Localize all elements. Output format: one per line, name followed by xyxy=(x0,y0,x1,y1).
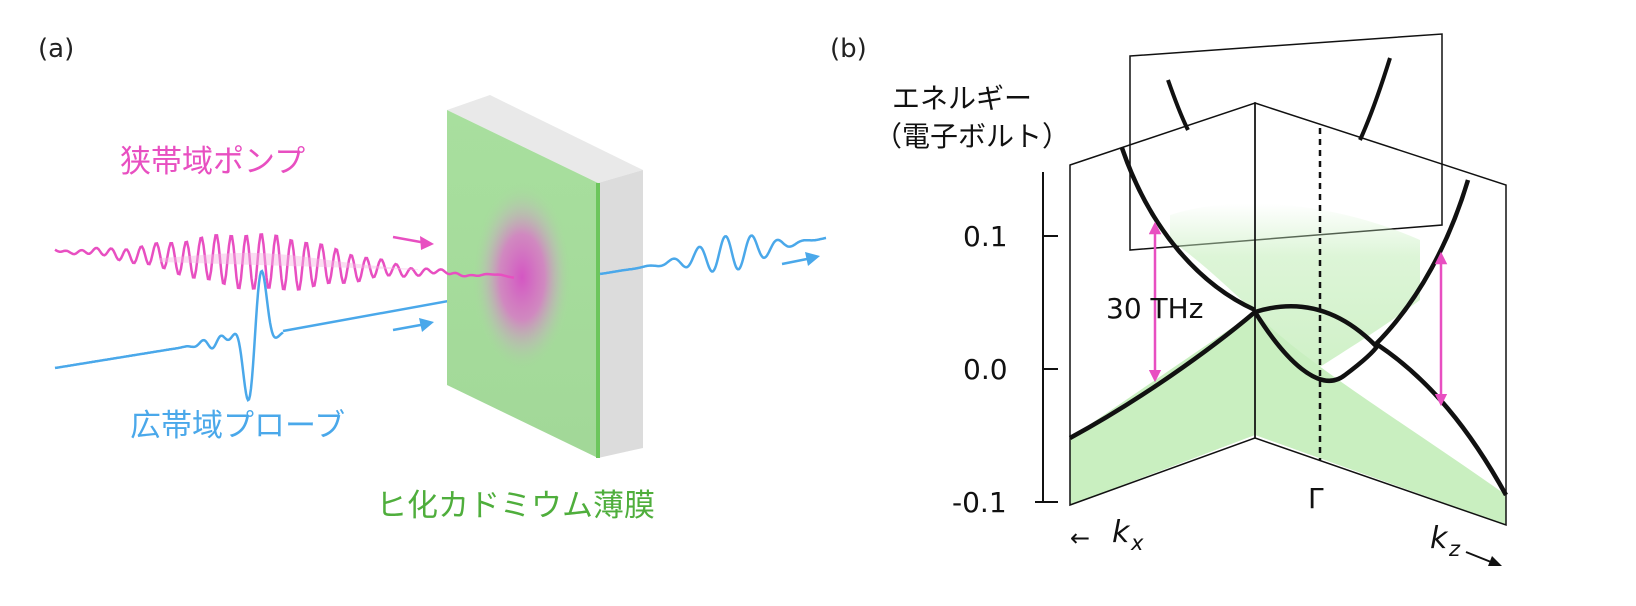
kz-label-k: k xyxy=(1430,521,1449,556)
y-tick-label-0.0: 0.0 xyxy=(963,353,1008,386)
film-slab-top xyxy=(447,95,643,183)
film-label: ヒ化カドミウム薄膜 xyxy=(376,488,655,524)
y-axis-label-line2: （電子ボルト） xyxy=(874,120,1070,153)
pump-label: 狭帯域ポンプ xyxy=(120,144,305,180)
panel-b-label: (b) xyxy=(830,34,867,64)
panel-a-label: (a) xyxy=(38,34,74,64)
y-axis-label-line1: エネルギー xyxy=(892,82,1032,115)
excitation-spot xyxy=(472,182,572,372)
film-slab-side xyxy=(598,170,643,458)
pump-pulse-envelope xyxy=(160,252,418,270)
band-kz-pocket xyxy=(1253,310,1380,383)
back-plane xyxy=(1129,33,1443,251)
probe-arrow-icon xyxy=(392,318,434,332)
kx-plane-fill xyxy=(1070,312,1255,505)
band-back-left xyxy=(1166,79,1190,131)
band-back-right xyxy=(1358,57,1392,141)
kz-label-sub: z xyxy=(1448,537,1461,561)
gamma-label: Γ xyxy=(1308,482,1324,515)
kx-label-sub: x xyxy=(1130,531,1144,555)
transmitted-arrow-icon xyxy=(781,252,820,266)
probe-pulse-wave xyxy=(54,269,284,402)
probe-label: 広帯域プローブ xyxy=(130,408,345,444)
upper-band-glow xyxy=(1170,203,1420,380)
kx-arrow-icon: ← xyxy=(1070,524,1090,552)
y-tick-label-0.1: 0.1 xyxy=(963,220,1008,253)
transmitted-pulse-wave xyxy=(599,234,827,276)
band-kx-lower xyxy=(1068,310,1257,440)
y-tick-label--0.1: -0.1 xyxy=(952,486,1007,519)
pump-pulse-wave xyxy=(54,233,515,291)
band-kz-lower xyxy=(1376,343,1508,497)
kz-arrow-icon xyxy=(1465,551,1502,566)
transition-energy-label: 30 THz xyxy=(1106,292,1203,325)
kx-label-k: k xyxy=(1112,515,1131,550)
band-kz-upper xyxy=(1254,179,1471,349)
band-kx-upper xyxy=(1119,147,1256,313)
kz-plane xyxy=(1254,101,1507,527)
pump-arrow-icon xyxy=(392,235,434,250)
